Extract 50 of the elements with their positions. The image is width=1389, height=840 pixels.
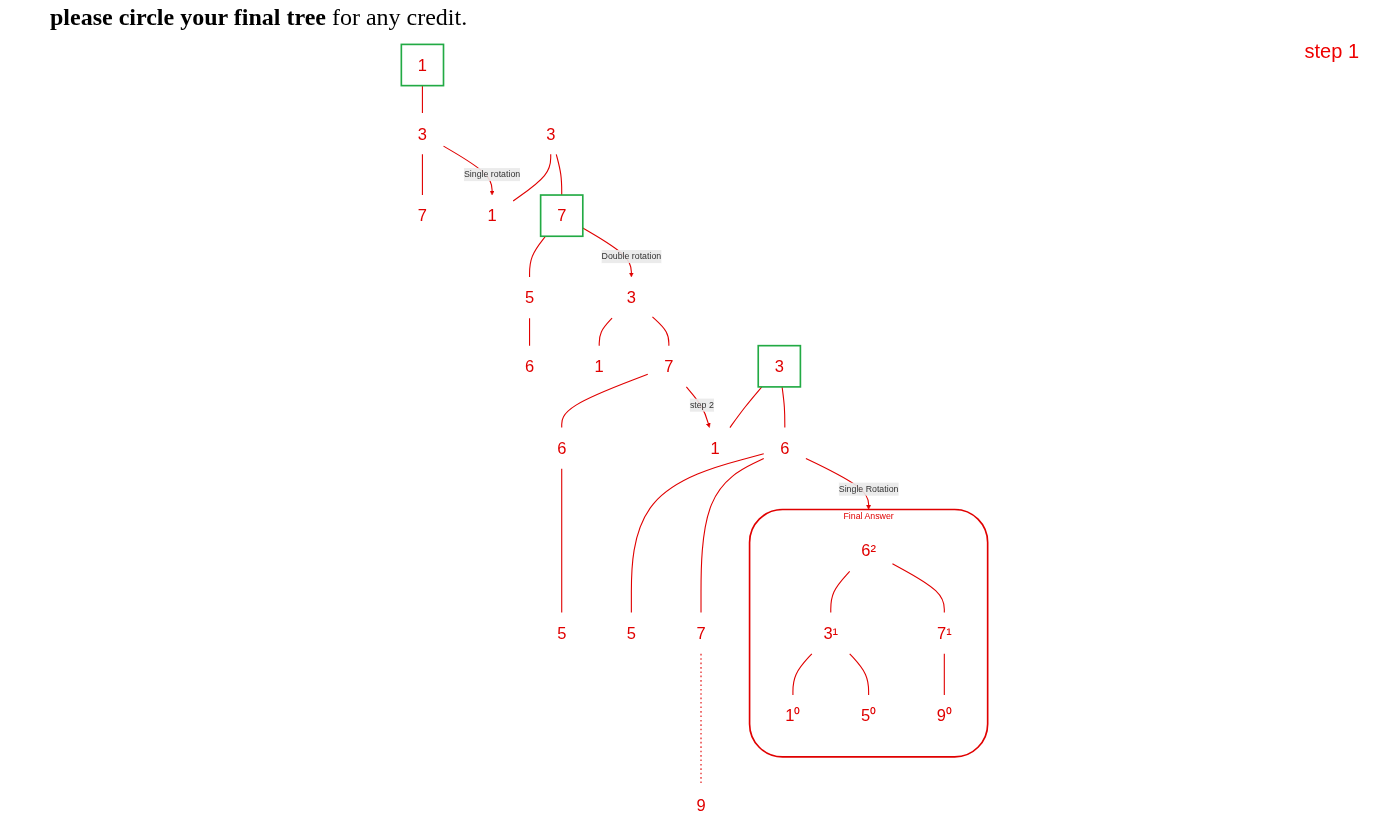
edge-label: Single rotation [463, 169, 521, 180]
node-text: 7¹ [936, 624, 952, 643]
node-text: 9 [696, 795, 706, 815]
connector [830, 570, 851, 614]
connector [891, 563, 945, 614]
node-text: 3¹ [823, 624, 839, 643]
instruction-text: please circle your final tree for any credit. [50, 4, 468, 31]
node-box: 1 [400, 43, 445, 87]
connector [598, 317, 613, 347]
connector [849, 653, 870, 696]
node-box: 7 [539, 194, 584, 238]
node-text: 7 [417, 206, 428, 225]
node-text: 6 [524, 357, 535, 376]
connector [943, 653, 945, 696]
connector [729, 386, 763, 429]
connector [630, 453, 765, 614]
connector [421, 153, 423, 196]
connector [700, 457, 765, 614]
node-text: 6² [861, 541, 876, 560]
note-text: step 1 [1304, 40, 1359, 63]
node-text: 1 [710, 439, 720, 458]
edge-label: Single Rotation [838, 484, 899, 494]
node-text: 1⁰ [785, 706, 801, 725]
connector [781, 386, 786, 429]
node-text: 1 [487, 206, 497, 225]
connector [561, 468, 563, 614]
node-text: 7 [696, 624, 706, 643]
node-text: 3 [546, 124, 556, 143]
node-text: 6 [557, 439, 567, 458]
node-text: 3 [626, 288, 636, 307]
node-text: 5⁰ [861, 706, 877, 725]
node-text: 5 [557, 624, 567, 643]
edge-label: step 2 [689, 400, 714, 410]
edge-label: Double rotation [601, 251, 662, 261]
connector [529, 235, 547, 278]
node-box: 3 [757, 344, 802, 388]
node-text: 5 [626, 624, 636, 643]
connector [421, 85, 423, 114]
node-text: 7 [664, 357, 674, 376]
node-text: 3 [417, 124, 428, 143]
connector [512, 153, 552, 202]
connector [529, 317, 531, 347]
connector [651, 316, 670, 347]
connector [561, 373, 649, 429]
node-text: 6 [780, 439, 790, 458]
node-text: 9⁰ [936, 706, 952, 725]
connector [555, 153, 563, 196]
node-text: 5 [524, 288, 535, 307]
node-text: 1 [594, 357, 604, 376]
connector [792, 653, 813, 696]
